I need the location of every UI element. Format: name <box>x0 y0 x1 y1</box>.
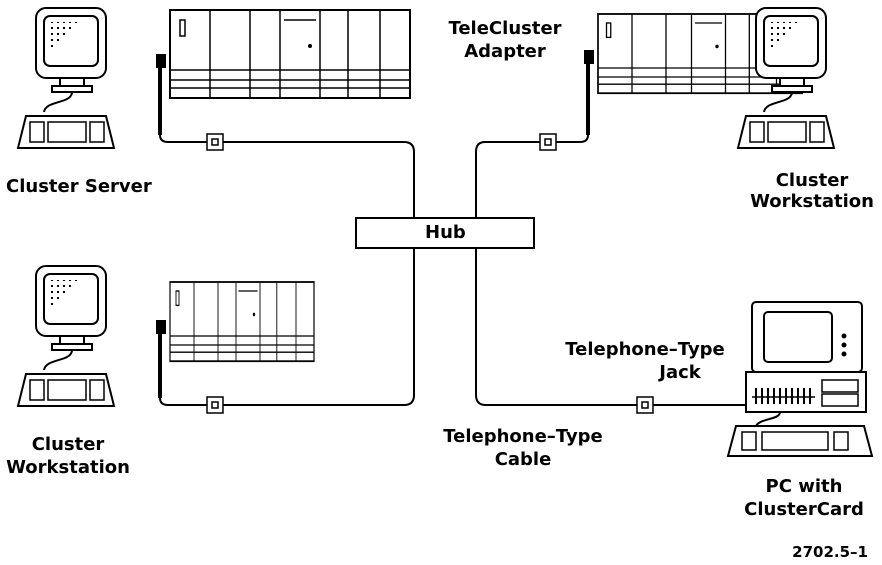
cluster-server-label: Cluster Server <box>6 176 152 197</box>
cable-pc <box>475 248 746 406</box>
telecluster-adapter-label-2: Adapter <box>464 41 546 62</box>
cable-server <box>159 60 415 218</box>
cluster-workstation-right-label-2: Workstation <box>750 191 874 212</box>
wall-jack-icon <box>539 133 557 151</box>
telecluster-adapter-label-1: TeleCluster <box>448 18 562 39</box>
figure-number: 2702.5–1 <box>792 543 868 561</box>
wall-jack-icon <box>206 133 224 151</box>
cable-ws-right <box>475 55 589 218</box>
workstation-icon <box>17 7 115 149</box>
cable-ws-left <box>159 248 415 406</box>
workstation-icon <box>17 265 115 407</box>
cluster-workstation-right-label-1: Cluster <box>775 170 849 191</box>
telephone-cable-label-1: Telephone–Type <box>443 426 603 447</box>
pc-label-2: ClusterCard <box>744 499 864 520</box>
wall-jack-icon <box>636 396 654 414</box>
adapter-rack-icon <box>169 9 411 99</box>
telephone-jack-label-2: Jack <box>659 362 701 383</box>
pc-label-1: PC with <box>765 476 843 497</box>
telephone-cable-label-2: Cable <box>494 449 552 470</box>
adapter-rack-icon <box>169 281 315 363</box>
hub-label: Hub <box>425 222 466 243</box>
pc-icon <box>726 301 874 457</box>
cluster-workstation-left-label-2: Workstation <box>6 457 130 478</box>
hub-icon <box>355 217 535 249</box>
telephone-jack-label-1: Telephone–Type <box>565 339 725 360</box>
cluster-workstation-left-label-1: Cluster <box>31 434 105 455</box>
wall-jack-icon <box>206 396 224 414</box>
